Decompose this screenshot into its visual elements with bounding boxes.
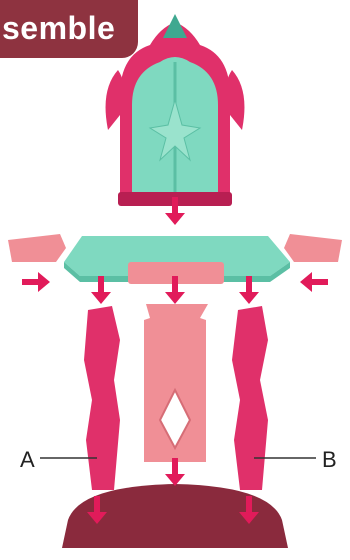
right-side-tray bbox=[284, 234, 342, 262]
part-label-b: B bbox=[322, 447, 337, 473]
leg-a bbox=[84, 306, 120, 490]
left-side-tray bbox=[8, 234, 66, 262]
arrow-left-icon bbox=[300, 272, 328, 292]
arrow-right-icon bbox=[22, 272, 50, 292]
mirror-frame bbox=[106, 14, 245, 206]
center-column bbox=[144, 304, 208, 462]
leg-b bbox=[232, 306, 268, 490]
arrow-down-icon bbox=[165, 458, 185, 486]
part-label-a: A bbox=[20, 447, 35, 473]
